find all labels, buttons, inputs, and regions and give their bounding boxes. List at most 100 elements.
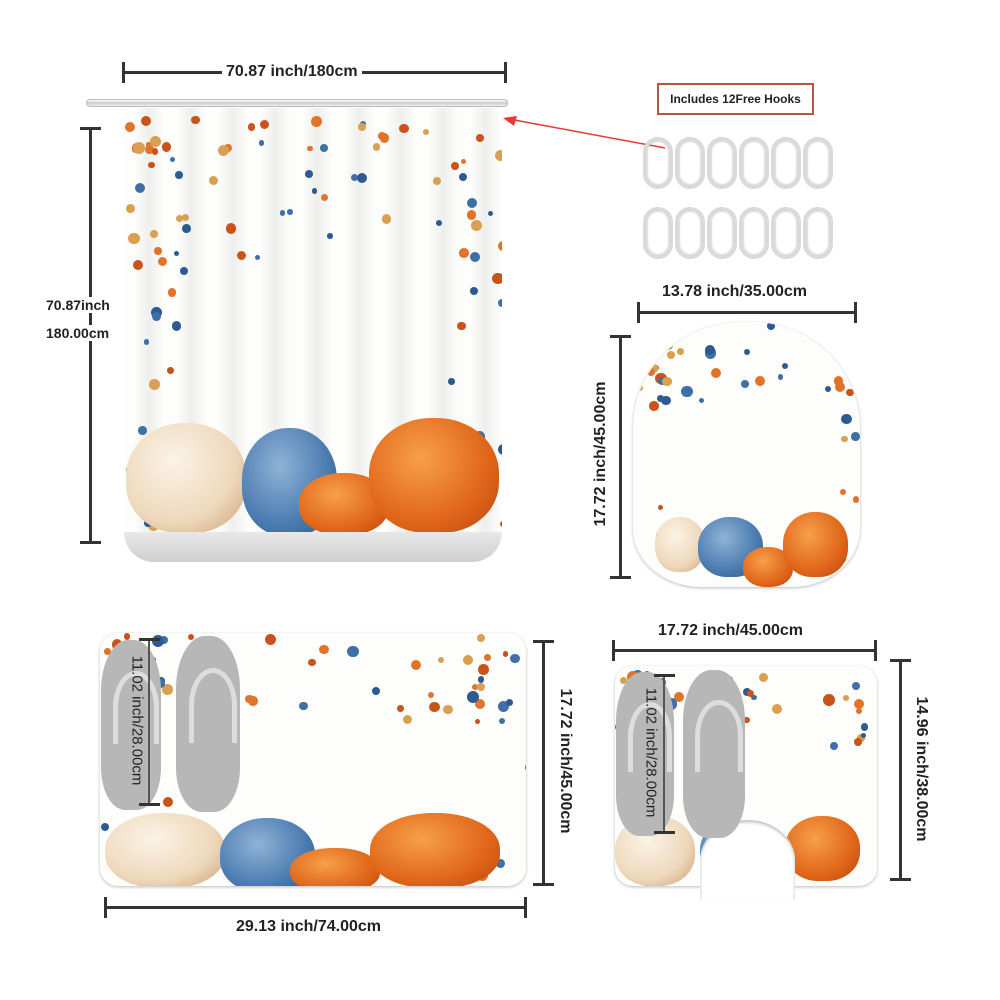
berry: [308, 658, 316, 667]
berry: [469, 252, 480, 263]
berry: [758, 672, 768, 683]
berry: [458, 247, 469, 258]
berry: [853, 699, 864, 710]
berry: [132, 142, 145, 155]
berry: [677, 348, 685, 355]
berry: [842, 694, 850, 701]
berry: [422, 128, 430, 136]
berry: [427, 691, 434, 699]
berry: [497, 700, 510, 712]
berry: [138, 426, 147, 435]
berry: [402, 715, 412, 725]
berry: [851, 432, 860, 442]
berry: [833, 376, 844, 386]
berry: [149, 230, 158, 239]
curtain-height-cm-label: 180.00cm: [46, 325, 110, 341]
hook-ring-icon: [643, 207, 673, 259]
contour-slipper-right: [683, 670, 745, 838]
hooks-label: Includes 12Free Hooks: [670, 92, 801, 106]
berry: [190, 115, 200, 125]
berry: [488, 211, 494, 217]
berry: [279, 210, 286, 217]
berry: [327, 233, 333, 239]
pumpkin: [290, 848, 380, 886]
berry: [248, 696, 258, 706]
berry: [372, 143, 381, 151]
slipper-right: [176, 636, 240, 812]
bath-mat-width-dimension-line: [104, 897, 527, 918]
berry: [133, 259, 144, 270]
hook-ring-icon: [739, 207, 769, 259]
berry: [852, 496, 860, 503]
hook-ring-icon: [771, 137, 801, 189]
berry: [657, 394, 665, 402]
berry: [497, 443, 502, 456]
berry: [510, 653, 520, 664]
berry: [379, 133, 390, 143]
berry: [841, 435, 848, 443]
berry: [843, 334, 853, 344]
berry: [645, 340, 653, 348]
toilet-lid-cover-image: [633, 322, 860, 587]
berry: [853, 738, 862, 746]
berry: [372, 686, 380, 695]
berry: [856, 708, 862, 715]
berry: [319, 644, 330, 655]
berry: [358, 122, 367, 132]
bath-mat-image: [100, 633, 526, 886]
lid-height-label: 17.72 inch/45.00cm: [592, 381, 609, 527]
berry: [125, 203, 135, 213]
pumpkin: [655, 517, 705, 572]
berry: [646, 367, 655, 376]
lid-height-dimension-line: [610, 335, 631, 579]
berry: [650, 335, 660, 345]
berry: [474, 718, 481, 725]
berry: [174, 171, 183, 180]
berry: [502, 651, 508, 657]
berry: [149, 379, 160, 390]
berry: [826, 324, 836, 333]
berry: [478, 664, 489, 675]
berry: [670, 333, 678, 341]
berry: [643, 363, 651, 371]
berry: [259, 119, 270, 130]
berry: [860, 732, 867, 739]
berry: [839, 488, 846, 495]
hook-ring-icon: [771, 207, 801, 259]
berry: [248, 123, 256, 131]
berry: [743, 349, 751, 356]
berry: [304, 170, 313, 179]
berry: [648, 400, 659, 411]
berry: [310, 115, 322, 127]
bath-mat-width-label: 29.13 inch/74.00cm: [236, 918, 381, 935]
berry: [236, 250, 247, 261]
contour-width-dimension-line: [612, 640, 877, 661]
berry: [182, 214, 190, 222]
berry: [754, 375, 766, 387]
contour-slipper-dimension-line: [654, 674, 675, 834]
red-arrow-icon: [503, 116, 666, 149]
berry: [470, 220, 482, 232]
contour-slipper-label: 11.02 inch/28.00cm: [642, 687, 660, 818]
berry: [492, 272, 502, 285]
bath-mat-slipper-label: 11.02 inch/28.00cm: [128, 655, 146, 786]
lid-width-label: 13.78 inch/35.00cm: [662, 283, 807, 300]
berry: [101, 823, 110, 832]
berry: [619, 676, 628, 685]
berry: [123, 633, 130, 640]
berry: [500, 520, 502, 527]
curtain-rod: [86, 99, 508, 107]
berry: [145, 142, 152, 148]
hook-ring-icon: [803, 207, 833, 259]
berry: [410, 660, 421, 671]
berry: [154, 247, 162, 255]
berry: [771, 704, 783, 715]
berry: [476, 634, 485, 643]
berry: [497, 298, 502, 307]
berry: [174, 250, 180, 257]
berry: [781, 363, 788, 370]
berry: [134, 182, 145, 193]
berry: [483, 653, 491, 661]
berry: [399, 123, 410, 134]
shower-curtain-image: [124, 108, 502, 538]
